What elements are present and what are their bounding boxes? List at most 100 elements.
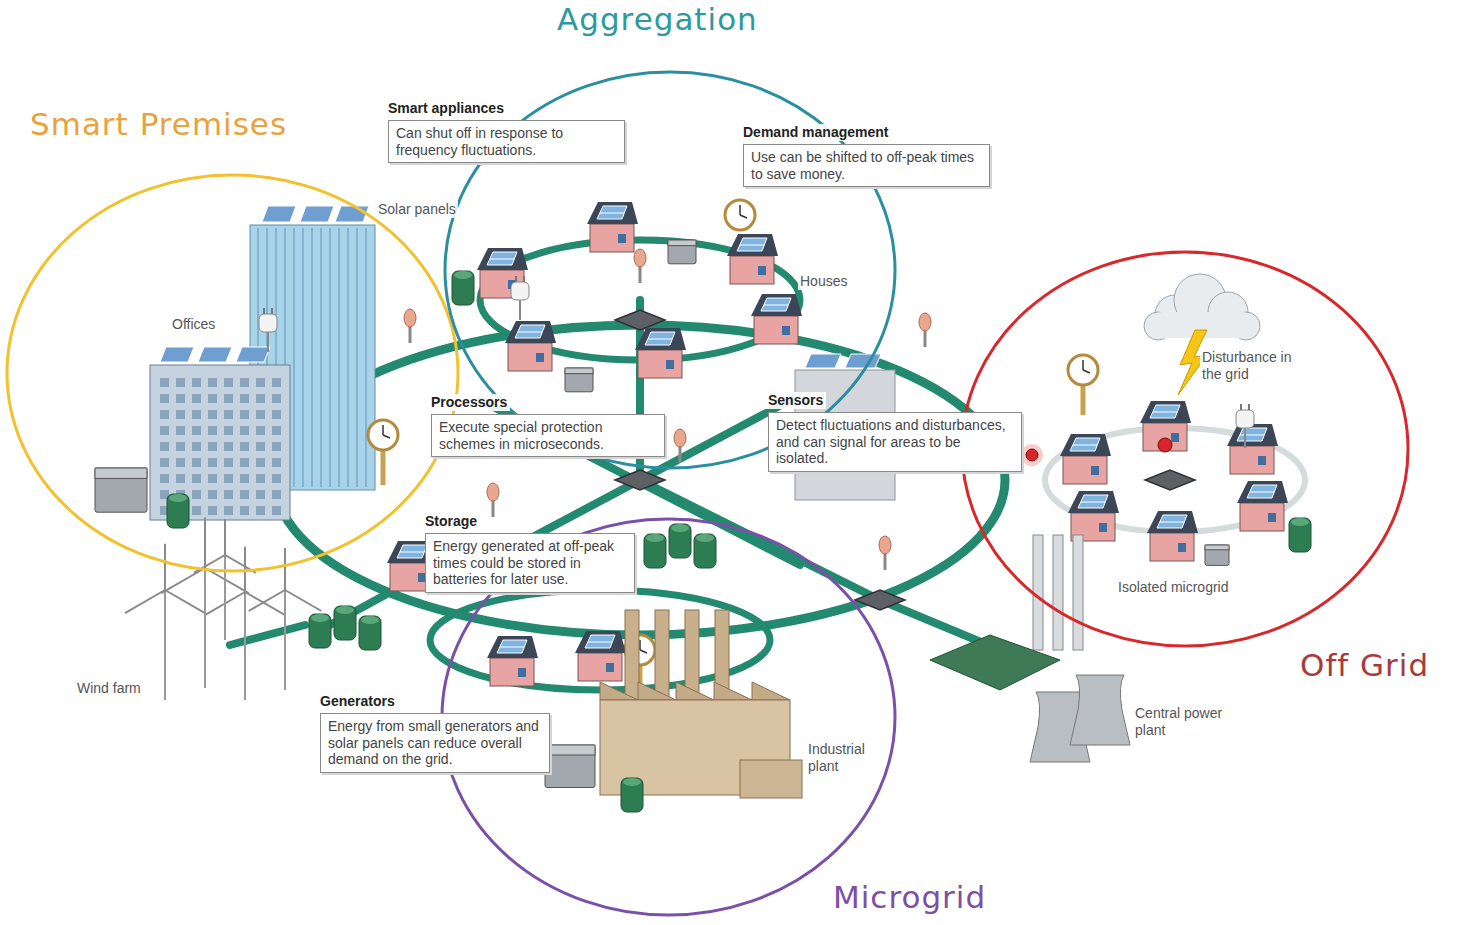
house-window — [1091, 466, 1099, 475]
turbine-blade — [245, 592, 284, 615]
plug-prong — [515, 276, 517, 282]
solar-panel — [1150, 405, 1180, 418]
office-window — [240, 426, 249, 435]
solar-panel — [335, 206, 369, 222]
house-roof — [487, 636, 538, 658]
office-window — [208, 474, 217, 483]
battery-tank — [359, 616, 381, 650]
office-tower-stripe — [320, 228, 322, 487]
office-window — [272, 458, 281, 467]
part-label: Solar panels — [376, 201, 458, 218]
battery-tank — [309, 614, 331, 648]
house-roof — [635, 328, 686, 350]
office-window — [224, 474, 233, 483]
power-chimney — [1053, 535, 1063, 650]
callout-text: Use can be shifted to off-peak times to … — [743, 144, 990, 188]
plug-body — [1236, 410, 1254, 428]
turbine-blade — [249, 590, 285, 611]
generator-box — [1205, 545, 1229, 565]
office-window — [208, 458, 217, 467]
office-window — [272, 490, 281, 499]
meter-hand — [1083, 370, 1090, 373]
house-window — [666, 360, 674, 369]
office-window — [272, 442, 281, 451]
plant-roof — [600, 682, 790, 700]
solar-panel-grid — [1160, 522, 1184, 523]
house-window — [1171, 433, 1179, 442]
office-window — [208, 506, 217, 515]
meter-hand — [740, 215, 747, 218]
house-window — [536, 353, 544, 362]
house-window — [1268, 513, 1276, 522]
office-window — [240, 394, 249, 403]
solar-panel-grid — [490, 259, 514, 260]
generator-top — [565, 368, 593, 374]
office-window — [224, 506, 233, 515]
battery-tank-top — [671, 524, 689, 532]
office-window — [160, 378, 169, 387]
office-window — [224, 442, 233, 451]
part-label: Disturbance in the grid — [1200, 349, 1304, 383]
solar-panel-grid — [1081, 502, 1105, 503]
office-window — [256, 506, 265, 515]
sensor-bulb — [404, 309, 416, 327]
grid-hub — [1145, 470, 1195, 490]
office-window — [208, 410, 217, 419]
office-window — [160, 394, 169, 403]
plug-cord — [267, 332, 269, 352]
house-body — [1063, 456, 1107, 484]
solar-panel-grid — [400, 552, 424, 553]
battery-tank — [669, 524, 691, 558]
battery-tank-top — [311, 614, 329, 622]
office-window — [256, 474, 265, 483]
solar-panel — [198, 347, 232, 362]
solar-panel — [262, 206, 296, 222]
house-roof — [1237, 481, 1288, 503]
solar-panel — [761, 298, 791, 311]
office-window — [240, 490, 249, 499]
house-window — [782, 326, 790, 335]
house-body — [730, 256, 774, 284]
solar-panel — [1247, 485, 1277, 498]
part-label: Offices — [170, 316, 217, 333]
callout-box: GeneratorsEnergy from small generators a… — [320, 693, 550, 773]
office-window — [272, 474, 281, 483]
office-window — [224, 426, 233, 435]
office-window — [256, 378, 265, 387]
generator-box — [95, 468, 147, 512]
solar-panel — [805, 354, 841, 368]
part-label: Wind farm — [75, 680, 143, 697]
office-tower-stripe — [311, 228, 313, 487]
callout-text: Energy generated at off-peak times could… — [425, 533, 635, 593]
office-window — [176, 474, 185, 483]
turbine-blade — [224, 519, 226, 555]
solar-panel-grid — [600, 213, 624, 214]
turbine-blade — [285, 590, 321, 611]
office-window — [208, 426, 217, 435]
solar-panel — [497, 640, 527, 653]
house-roof — [1227, 424, 1278, 446]
house-body — [508, 343, 552, 371]
solar-panel — [585, 635, 615, 648]
office-window — [256, 394, 265, 403]
region-title: Microgrid — [833, 880, 986, 914]
callout-box: Smart appliancesCan shut off in response… — [388, 100, 625, 163]
house-body — [1150, 533, 1194, 561]
house-window — [1178, 543, 1186, 552]
office-window — [192, 506, 201, 515]
callout-box: SensorsDetect fluctuations and disturban… — [768, 392, 1022, 472]
turbine-blade — [161, 568, 205, 593]
plug-prong — [263, 308, 265, 314]
house-window — [618, 234, 626, 243]
house-roof — [1060, 434, 1111, 456]
generator-top — [1205, 545, 1229, 550]
region-title: Aggregation — [557, 2, 758, 36]
office-window — [208, 442, 217, 451]
callout-text: Detect fluctuations and disturbances, an… — [768, 412, 1022, 472]
office-window — [208, 378, 217, 387]
battery-tank — [694, 534, 716, 568]
alarm-light — [1158, 438, 1172, 452]
house-window — [606, 663, 614, 672]
region-circle: Smart Premises — [5, 173, 460, 573]
office-window — [224, 410, 233, 419]
